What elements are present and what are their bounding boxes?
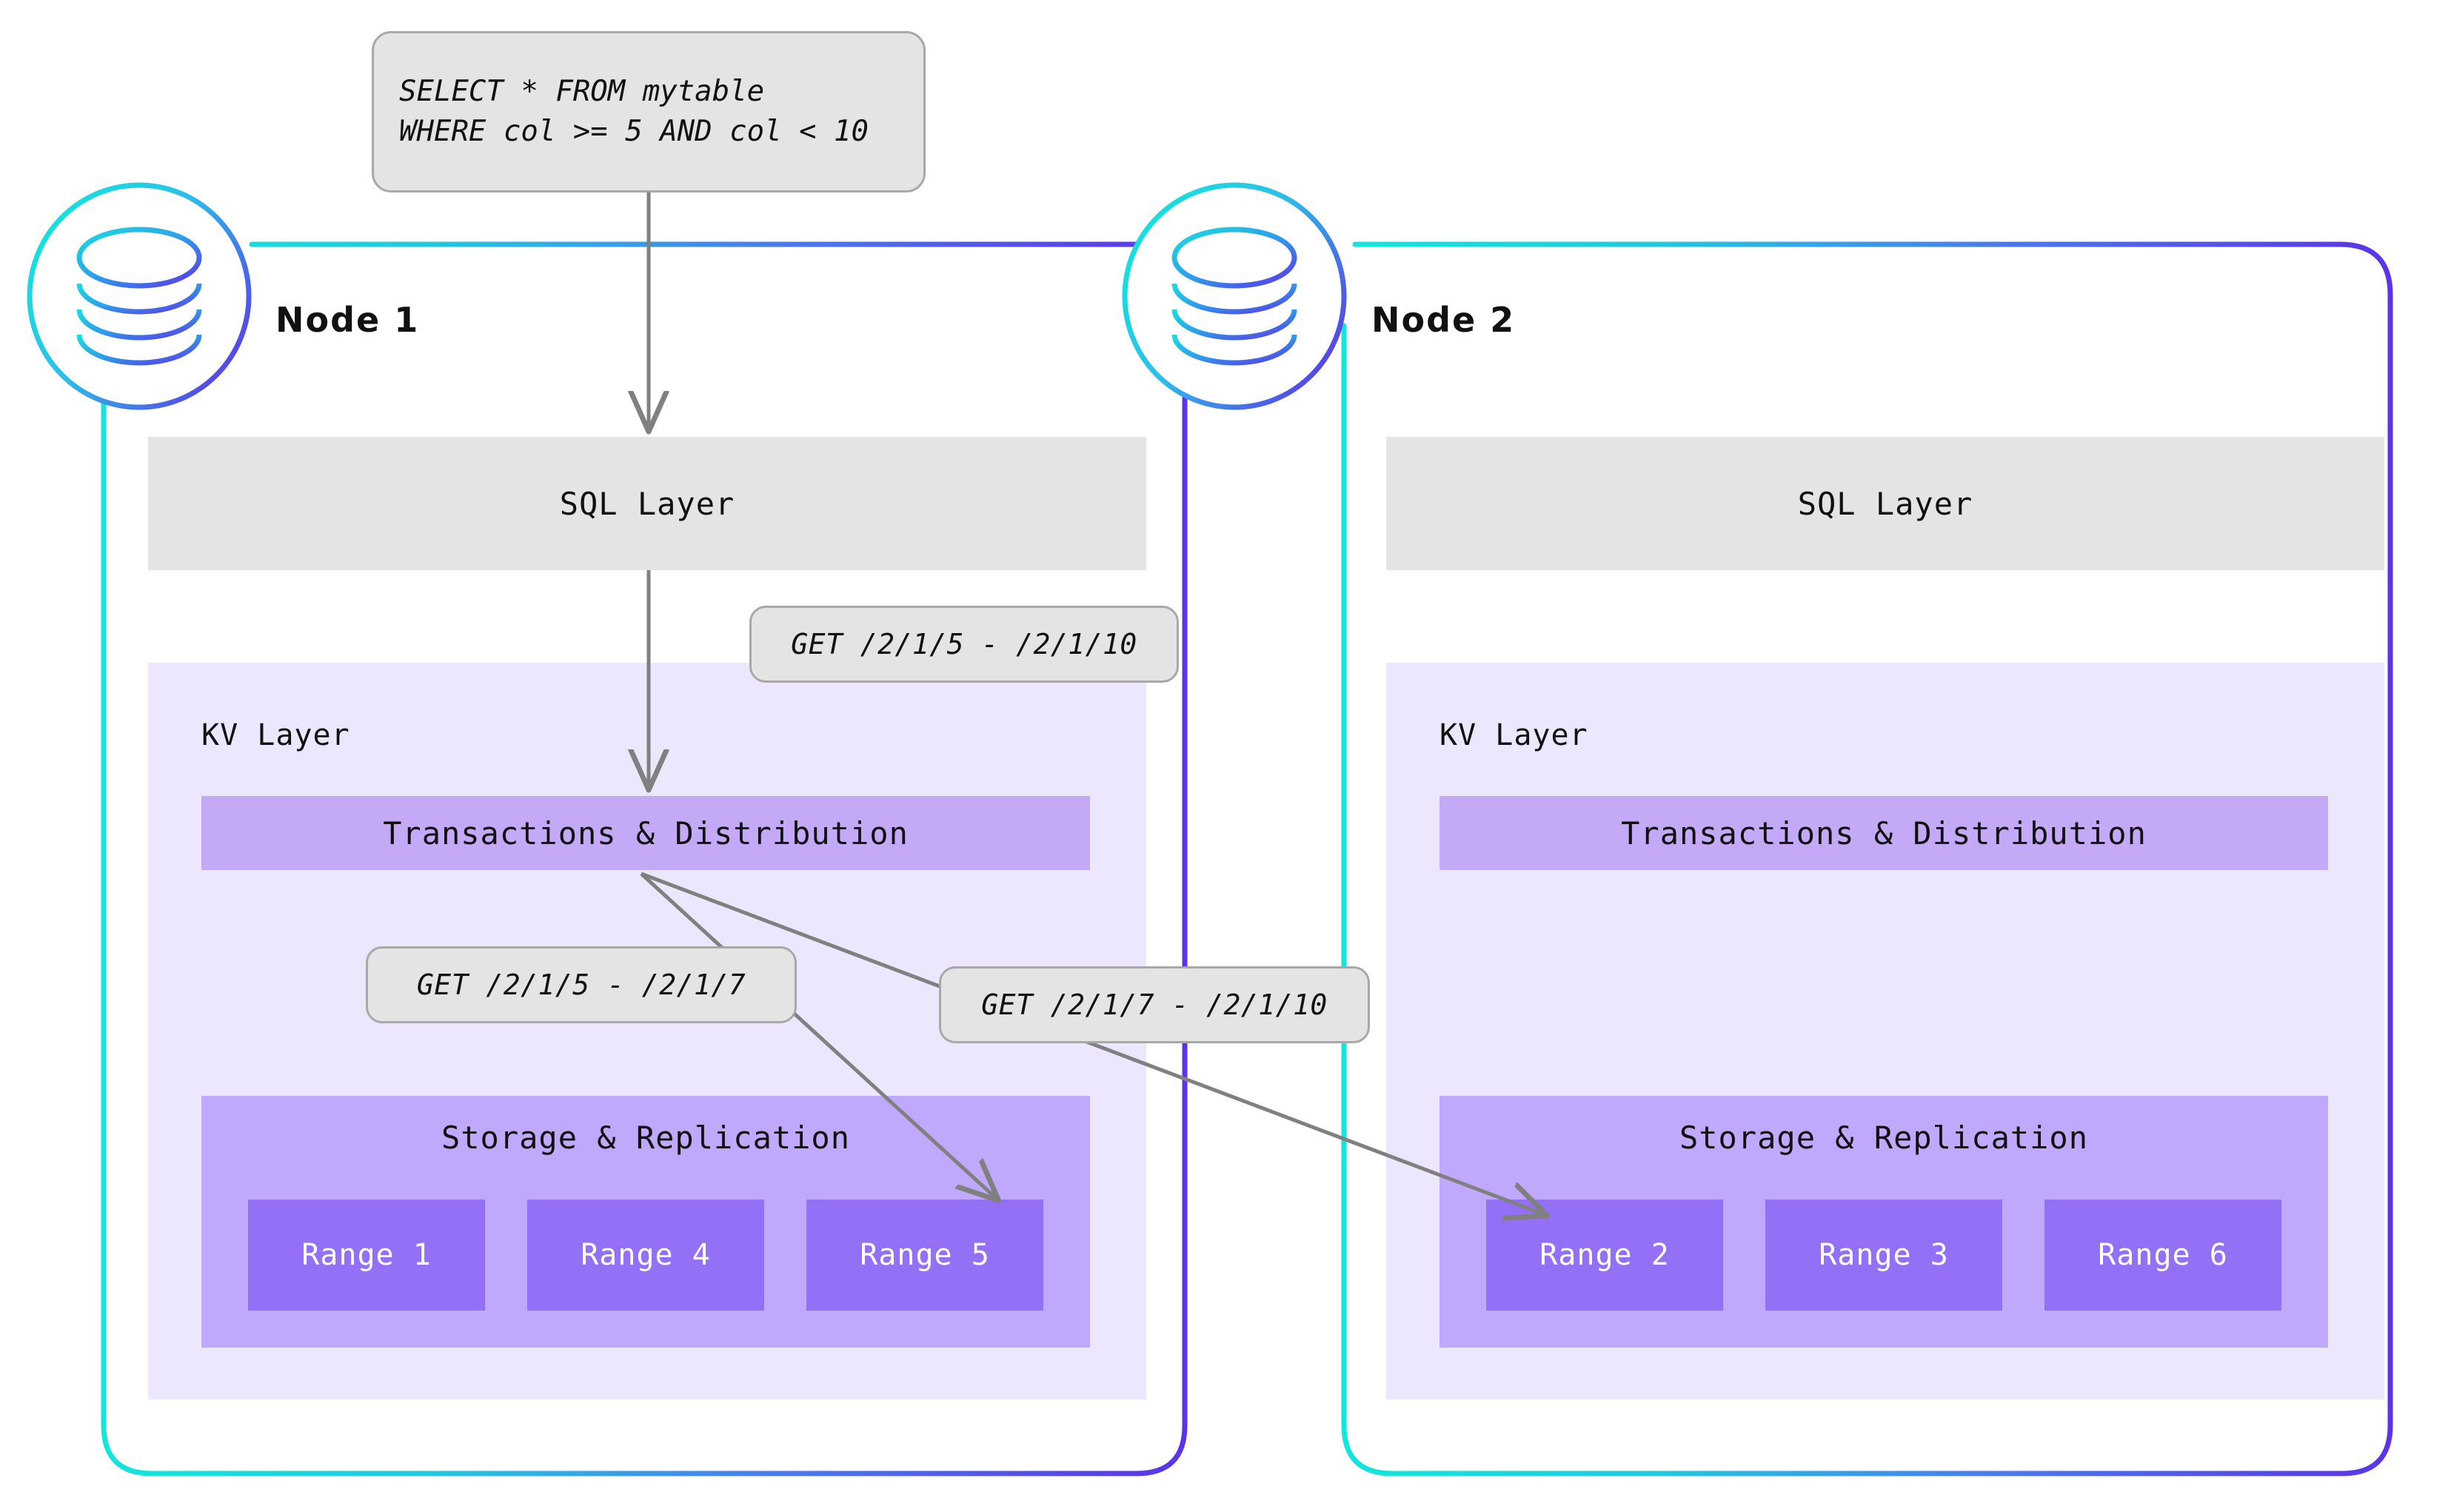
callout-text: GET /2/1/5 - /2/1/7: [416, 969, 746, 1001]
node-1-storage-replication[interactable]: Storage & Replication Range 1 Range 4 Ra…: [201, 1096, 1090, 1348]
node-2-storage-replication[interactable]: Storage & Replication Range 2 Range 3 Ra…: [1439, 1096, 2328, 1348]
node-1-transactions-distribution[interactable]: Transactions & Distribution: [201, 796, 1090, 870]
callout-kv-request[interactable]: GET /2/1/5 - /2/1/10: [749, 606, 1179, 683]
node-1-storage-label: Storage & Replication: [441, 1120, 850, 1156]
range-label: Range 3: [1819, 1238, 1949, 1272]
node-1-sql-layer-label: SQL Layer: [559, 485, 735, 522]
database-circle-outline: [1122, 182, 1347, 410]
node-2-storage-label: Storage & Replication: [1679, 1120, 2088, 1156]
sql-query-line-1: SELECT * FROM mytable: [399, 75, 765, 109]
node-1-range-box-5[interactable]: Range 5: [806, 1200, 1043, 1311]
node-1-title: Node 1: [275, 300, 420, 340]
node-1-kv-layer-label: KV Layer: [201, 718, 350, 752]
callout-text: GET /2/1/5 - /2/1/10: [791, 628, 1137, 660]
node-1-transactions-label: Transactions & Distribution: [383, 814, 909, 852]
node-1-database-badge: [27, 182, 252, 410]
range-label: Range 6: [2098, 1238, 2228, 1272]
callout-range-5-request[interactable]: GET /2/1/5 - /2/1/7: [366, 946, 797, 1023]
node-2-title: Node 2: [1371, 300, 1516, 340]
node-2-transactions-label: Transactions & Distribution: [1621, 814, 2147, 852]
node-2-sql-layer[interactable]: SQL Layer: [1386, 437, 2384, 570]
database-cylinder-icon: [76, 227, 202, 366]
sql-query-line-2: WHERE col >= 5 AND col < 10: [399, 115, 869, 148]
node-2-database-badge: [1122, 182, 1347, 410]
node-2-range-box-2[interactable]: Range 2: [1486, 1200, 1723, 1311]
range-label: Range 5: [860, 1238, 990, 1272]
node-1-range-box-4[interactable]: Range 4: [527, 1200, 764, 1311]
node-2-transactions-distribution[interactable]: Transactions & Distribution: [1439, 796, 2328, 870]
node-2-range-box-6[interactable]: Range 6: [2044, 1200, 2281, 1311]
node-2-range-box-3[interactable]: Range 3: [1765, 1200, 2002, 1311]
callout-text: GET /2/1/7 - /2/1/10: [981, 989, 1328, 1021]
node-2-sql-layer-label: SQL Layer: [1797, 485, 1973, 522]
node-2-kv-layer-label: KV Layer: [1439, 718, 1588, 752]
node-1-range-box-1[interactable]: Range 1: [248, 1200, 485, 1311]
node-1-sql-layer[interactable]: SQL Layer: [148, 437, 1146, 570]
node-2-kv-layer[interactable]: KV Layer Transactions & Distribution Sto…: [1386, 663, 2384, 1399]
database-circle-outline: [27, 182, 252, 410]
range-label: Range 2: [1539, 1238, 1670, 1272]
range-label: Range 4: [581, 1238, 711, 1272]
sql-query-box[interactable]: SELECT * FROM mytable WHERE col >= 5 AND…: [372, 31, 926, 193]
database-cylinder-icon: [1171, 227, 1297, 366]
callout-range-2-request[interactable]: GET /2/1/7 - /2/1/10: [939, 966, 1370, 1043]
range-label: Range 1: [301, 1238, 432, 1272]
